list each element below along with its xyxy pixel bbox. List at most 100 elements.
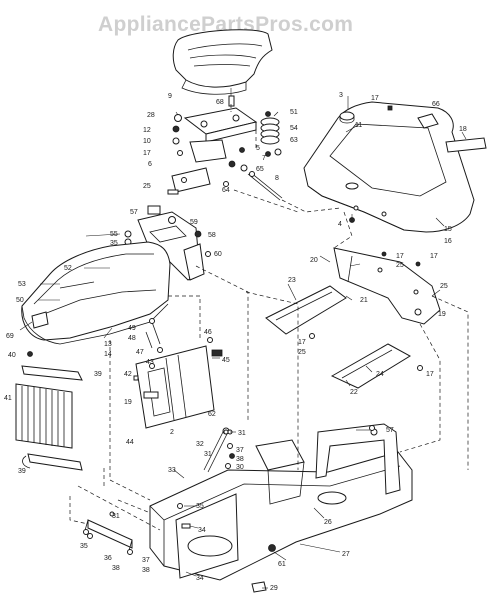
callout-11: 11: [355, 122, 362, 129]
washer-55: [124, 230, 132, 238]
callout-13: 13: [104, 341, 112, 348]
callout-20: 20: [310, 257, 318, 264]
callout-51: 51: [290, 109, 298, 116]
fender-strip-18: [445, 137, 487, 153]
callout-66: 66: [432, 101, 440, 108]
seat-rod: [247, 171, 283, 201]
callout-36: 36: [104, 555, 112, 562]
callout-40: 40: [8, 352, 16, 359]
callout-39: 39: [94, 371, 102, 378]
hood: [21, 241, 171, 345]
hood-bolt-48: [145, 331, 153, 349]
right-footrest-22: [330, 343, 411, 389]
nut-6: [239, 147, 245, 153]
nut-38: [229, 453, 235, 459]
panel-switch-43: [149, 363, 155, 369]
callout-38: 38: [236, 456, 244, 463]
callout-4: 4: [338, 221, 342, 228]
callout-55: 55: [110, 231, 118, 238]
bushing-59: [168, 216, 176, 224]
fender-clip-17: [387, 105, 393, 111]
callout-57: 57: [386, 427, 394, 434]
callout-52: 52: [64, 265, 72, 272]
callout-8: 8: [275, 175, 279, 182]
left-footrest-23: [265, 285, 347, 335]
callout-16: 16: [444, 238, 452, 245]
frame-bolt-31: [223, 429, 229, 435]
callout-6: 6: [148, 161, 152, 168]
callout-59: 59: [190, 219, 198, 226]
callout-69: 69: [6, 333, 14, 340]
front-axle-bracket: [83, 519, 133, 555]
nut-12: [172, 125, 180, 133]
callout-3: 3: [339, 92, 343, 99]
callout-23: 23: [288, 277, 296, 284]
callout-62: 62: [208, 411, 216, 418]
running-board-support: [333, 247, 441, 325]
callout-34: 34: [196, 575, 204, 582]
callout-58: 58: [208, 232, 216, 239]
frame-bracket-34: [181, 523, 191, 529]
callout-33: 33: [168, 467, 176, 474]
callout-17: 17: [396, 253, 404, 260]
callout-49: 49: [128, 325, 136, 332]
callout-68: 68: [216, 99, 224, 106]
washer-10: [172, 137, 180, 145]
seat-bracket: [183, 107, 258, 163]
callout-31: 31: [112, 513, 120, 520]
callout-27: 27: [342, 551, 350, 558]
callout-32: 32: [196, 441, 204, 448]
panel-bolt-46: [207, 337, 213, 343]
callout-25: 25: [396, 262, 404, 269]
callout-17: 17: [430, 253, 438, 260]
fender-cap: [339, 111, 355, 124]
bolt-17-seat: [177, 150, 183, 156]
callout-25: 25: [440, 283, 448, 290]
clip-30: [225, 463, 231, 469]
grille-bottom-bar: [22, 453, 83, 471]
frame-pin-35: [177, 503, 183, 509]
callout-5: 5: [256, 145, 260, 152]
panel-knob-45: [211, 349, 223, 357]
instrument-panel: [135, 345, 215, 429]
washer-54: [274, 148, 282, 156]
callout-43: 43: [146, 359, 154, 366]
callout-7: 7: [262, 155, 266, 162]
seat-bolt: [228, 88, 235, 107]
screw-60: [205, 251, 211, 257]
callout-37: 37: [236, 447, 244, 454]
seat-pivot-bracket: [171, 167, 211, 193]
screw-17-right: [417, 365, 423, 371]
screw-17-top: [415, 261, 421, 267]
nut-7: [228, 160, 236, 168]
callout-53: 53: [18, 281, 26, 288]
callout-12: 12: [143, 127, 151, 134]
bolt-25-seat: [167, 189, 179, 195]
panel-switch-42: [133, 375, 139, 381]
callout-45: 45: [222, 357, 230, 364]
callout-30: 30: [236, 464, 244, 471]
callout-2: 2: [170, 429, 174, 436]
pin-64: [223, 181, 229, 187]
panel-cover-19: [143, 391, 159, 399]
callout-38: 38: [142, 567, 150, 574]
axle-pin-35: [87, 533, 93, 539]
callout-39: 39: [18, 468, 26, 475]
callout-50: 50: [16, 297, 24, 304]
callout-24: 24: [376, 371, 384, 378]
callout-47: 47: [136, 349, 144, 356]
washer-28: [174, 114, 182, 122]
hood-bolt-47: [157, 347, 163, 353]
callout-15: 15: [444, 226, 452, 233]
callout-25: 25: [143, 183, 151, 190]
frame-plate-29: [251, 581, 267, 593]
washer-37: [227, 443, 233, 449]
callout-17: 17: [298, 339, 306, 346]
fender: [303, 101, 475, 233]
callout-63: 63: [290, 137, 298, 144]
callout-42: 42: [124, 371, 132, 378]
seat: [172, 29, 273, 95]
hood-bolt-49: [149, 318, 161, 345]
callout-57: 57: [130, 209, 138, 216]
callout-14: 14: [104, 351, 112, 358]
